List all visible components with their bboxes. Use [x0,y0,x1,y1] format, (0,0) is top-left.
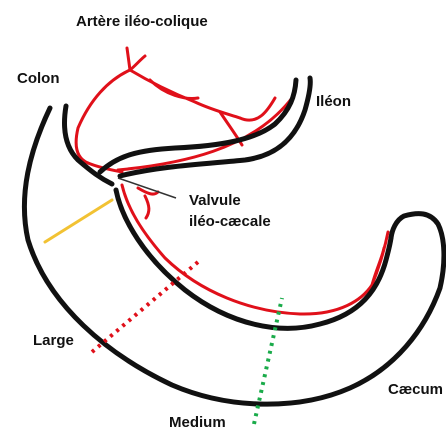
artery-vessel-branch [130,56,145,70]
caecum-label: Cæcum [388,381,443,398]
large-diameter-dotted-line [92,262,198,352]
ileum-lower-wall [120,78,310,176]
colon-inner-wall [65,106,113,184]
artery-network [76,48,388,314]
artery-vessel-ileal [118,98,292,170]
valve-label-line1: Valvule [189,192,241,209]
large-label: Large [33,332,74,349]
yellow-diameter-line [45,200,112,242]
valve-pointer-line [118,178,176,198]
artery-vessel-branch [240,98,275,120]
artery-label: Artère iléo-colique [76,13,208,30]
artery-vessel-branch [150,80,198,98]
ileum-label: Iléon [316,93,351,110]
artery-vessel-main [76,48,130,163]
valve-label-line2: iléo-cæcale [189,213,271,230]
medium-label: Medium [169,414,226,431]
bowel-outline [24,78,444,404]
artery-vessel-branch [145,196,149,218]
ileum-upper-wall [100,80,296,172]
artery-vessel-branch [130,70,240,118]
colon-label: Colon [17,70,60,87]
